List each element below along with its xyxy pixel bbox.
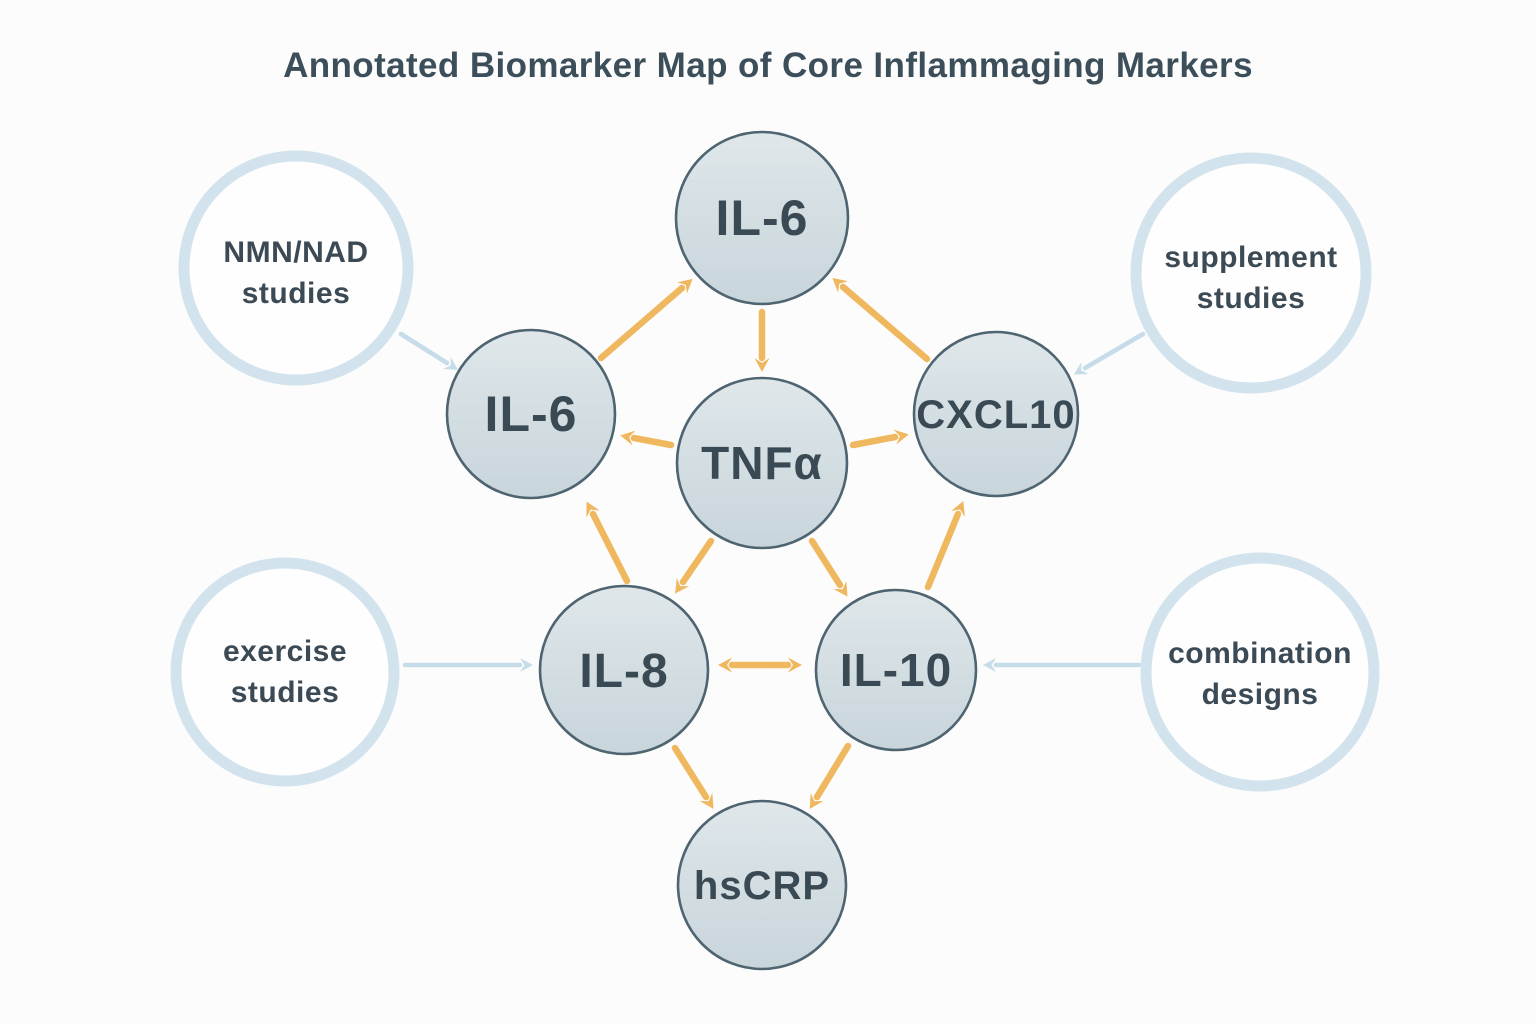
annotation-nmn-nad-ring <box>178 150 414 386</box>
arrow-il10-to-hscrp <box>809 742 852 809</box>
arrow-il10-to-cxcl10 <box>924 501 965 591</box>
annotation-combination-ring <box>1140 552 1380 792</box>
annotation-combination-designs: combination designs <box>1140 552 1380 792</box>
annotation-exercise-line1: exercise <box>223 635 347 668</box>
node-hscrp-label: hsCRP <box>694 864 830 908</box>
annotation-supplement-line1: supplement <box>1164 241 1337 274</box>
annotation-exercise-studies: exercise studies <box>170 557 400 787</box>
annotation-nmn-nad-studies: NMN/NAD studies <box>178 150 414 386</box>
arrow-tnfa-to-il10 <box>808 537 848 597</box>
node-tnfa-label: TNFα <box>701 437 823 489</box>
arrow-il8-to-hscrp <box>671 744 714 809</box>
node-tnfa: TNFα <box>675 376 849 550</box>
node-il6-top-label: IL-6 <box>716 190 809 246</box>
annotation-supplement-ring <box>1130 152 1372 394</box>
node-il8: IL-8 <box>538 584 710 756</box>
node-il6-top-circle <box>674 130 850 306</box>
node-il8-label: IL-8 <box>579 645 668 698</box>
node-il6-left: IL-6 <box>445 328 617 500</box>
arrow-nmn-nad-to-il6-left <box>398 331 458 370</box>
node-cxcl10-circle <box>912 330 1080 498</box>
arrow-supplement-to-cxcl10 <box>1073 331 1146 375</box>
node-il8-circle <box>538 584 710 756</box>
arrow-cxcl10-to-il6-top <box>832 277 931 363</box>
annotation-supplement-line2: studies <box>1197 282 1306 315</box>
node-tnfa-circle <box>675 376 849 550</box>
arrow-il8-to-il6-left <box>586 501 631 585</box>
arrow-tnfa-to-cxcl10 <box>849 429 909 449</box>
node-hscrp-circle <box>676 799 848 971</box>
annotation-combination-line2: designs <box>1202 678 1319 711</box>
arrow-tnfa-to-il6-left <box>620 430 675 449</box>
annotation-nmn-nad-line2: studies <box>242 277 351 310</box>
annotation-combination-line1: combination <box>1168 637 1352 670</box>
page-title: Annotated Biomarker Map of Core Inflamma… <box>283 46 1253 85</box>
node-il6-left-label: IL-6 <box>485 386 578 442</box>
node-il10-circle <box>814 588 978 752</box>
node-il6-top: IL-6 <box>674 130 850 306</box>
node-hscrp: hsCRP <box>676 799 848 971</box>
annotation-exercise-ring <box>170 557 400 787</box>
node-il6-left-circle <box>445 328 617 500</box>
arrow-il6-left-to-il6-top <box>597 278 693 362</box>
arrow-tnfa-to-il8 <box>675 537 715 594</box>
node-cxcl10: CXCL10 <box>912 330 1080 498</box>
annotation-exercise-line2: studies <box>231 676 340 709</box>
node-il10-label: IL-10 <box>840 644 952 696</box>
annotation-supplement-studies: supplement studies <box>1130 152 1372 394</box>
node-il10: IL-10 <box>814 588 978 752</box>
annotation-nmn-nad-line1: NMN/NAD <box>223 236 368 269</box>
node-cxcl10-label: CXCL10 <box>916 393 1075 437</box>
